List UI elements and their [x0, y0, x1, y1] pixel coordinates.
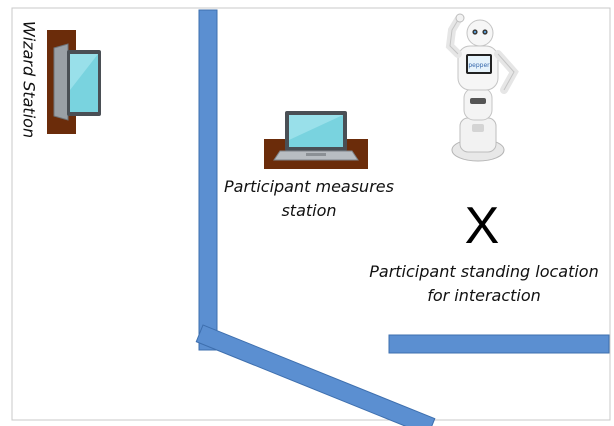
vertical-wall [198, 9, 218, 351]
laptop-icon [273, 111, 359, 161]
participant-measures-label: Participant measures station [224, 177, 394, 220]
laptop-icon [53, 43, 101, 121]
room-outline [11, 7, 611, 421]
standing-location-mark: X [464, 197, 500, 255]
participant-measures-station [264, 111, 368, 169]
angled-wall [195, 324, 436, 426]
wizard-station [47, 30, 101, 134]
right-wall [388, 334, 610, 354]
participant-standing-label: Participant standing location for intera… [369, 262, 599, 305]
wizard-station-label: Wizard Station [19, 20, 39, 139]
robot-screen-text: pepper [468, 62, 490, 69]
robot-icon: pepper [445, 13, 519, 162]
